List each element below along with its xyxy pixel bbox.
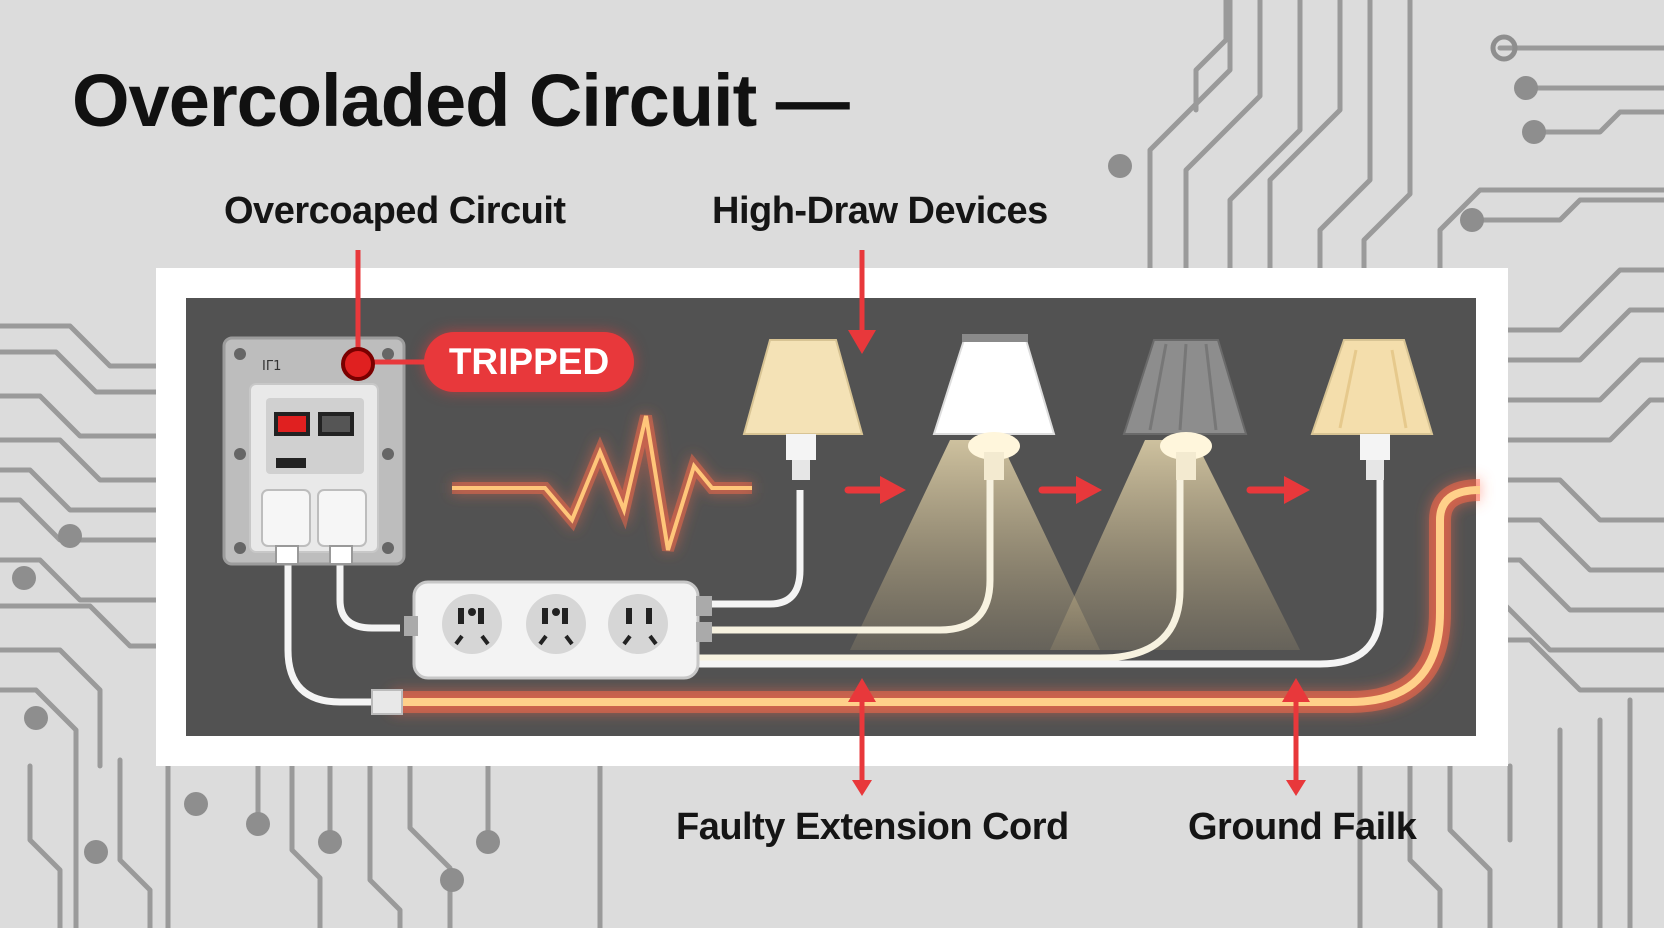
breaker-panel-icon: ΙΓ1 <box>222 336 406 566</box>
lamp-cord <box>690 480 994 634</box>
lamp-icon <box>1122 339 1248 480</box>
power-strip-icon <box>404 580 712 680</box>
page-title: Overcoladed Circuit — <box>72 59 850 142</box>
arrow-icon <box>848 678 876 796</box>
label-ground-fault: Ground Failk <box>1188 806 1417 848</box>
lamp-icon <box>742 339 864 480</box>
light-beam <box>850 440 1100 650</box>
outlet <box>442 594 502 654</box>
lamp-cord <box>690 490 804 608</box>
arrow-icon <box>1282 678 1310 796</box>
arrow-icon <box>844 476 906 504</box>
lamp-cord <box>690 480 1384 668</box>
label-faulty-extension-cord: Faulty Extension Cord <box>676 806 1069 848</box>
outlet <box>608 594 668 654</box>
light-beam <box>1050 440 1300 650</box>
lamp-cord <box>690 480 1184 662</box>
tripped-status-badge: TRIPPED <box>424 332 634 392</box>
arrow-icon <box>848 250 876 354</box>
wire <box>336 560 400 632</box>
lamp-icon <box>1310 339 1434 480</box>
panel-mark: ΙΓ1 <box>262 359 281 374</box>
faulty-cord <box>392 486 1481 706</box>
arrow-icon <box>1246 476 1310 504</box>
wire <box>284 560 380 706</box>
lamp-icon <box>932 334 1056 480</box>
outlet <box>526 594 586 654</box>
label-high-draw-devices: High-Draw Devices <box>712 190 1048 232</box>
label-overloaded-circuit: Overcoaped Circuit <box>224 190 566 232</box>
tripped-indicator <box>341 347 375 381</box>
arrow-icon <box>1038 476 1102 504</box>
